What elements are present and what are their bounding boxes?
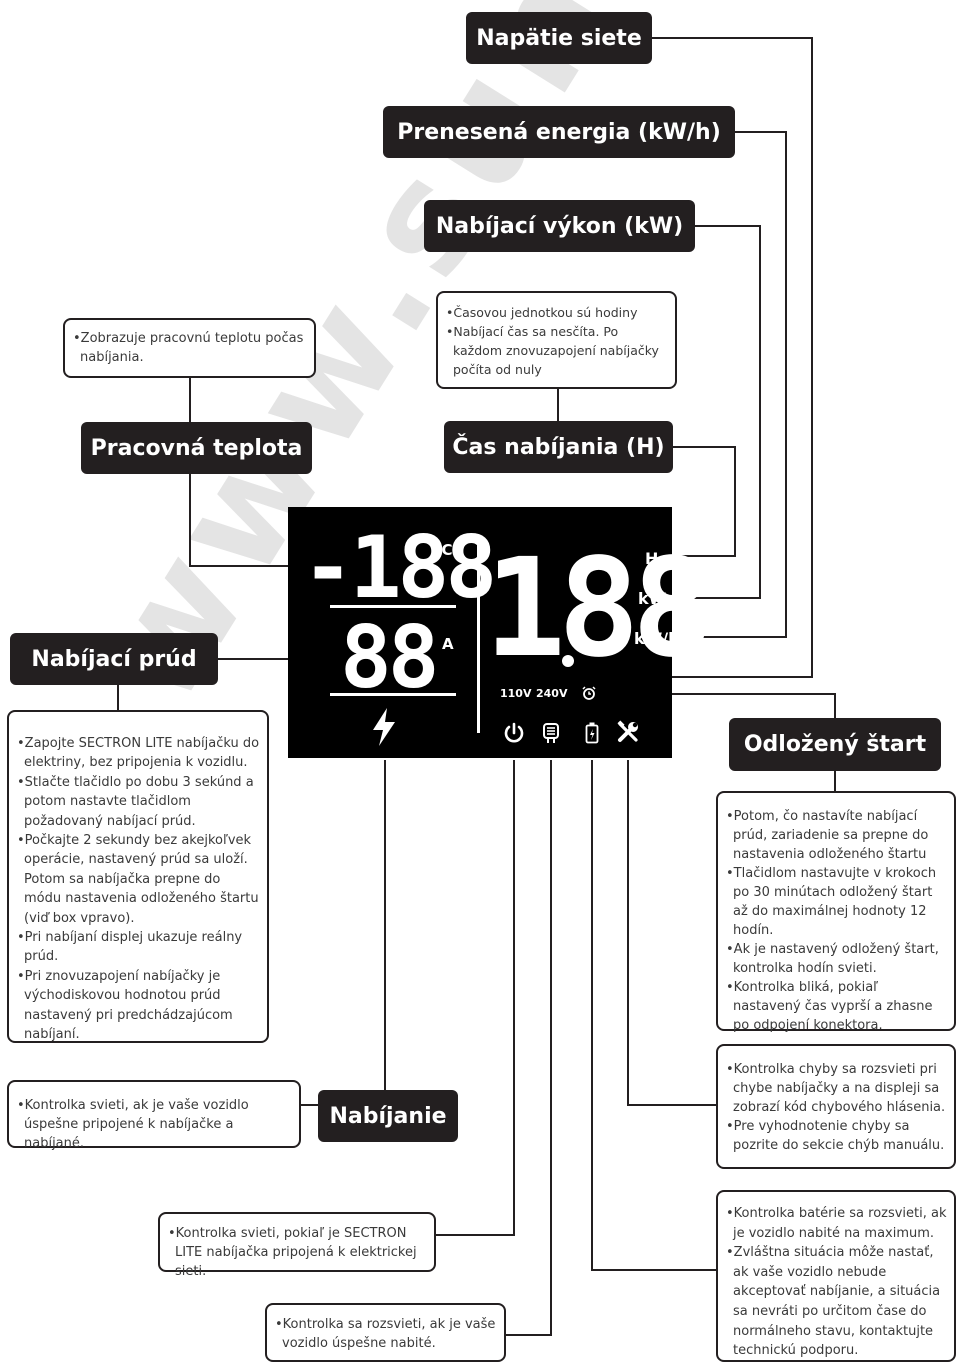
tools-icon xyxy=(614,719,642,745)
main-readout: 188 xyxy=(484,530,714,688)
note-item: Kontrolka svieti, ak je vaše vozidlo úsp… xyxy=(17,1096,293,1153)
note-item: Kontrolka chyby sa rozsvieti pri chybe n… xyxy=(726,1060,948,1117)
divider-line xyxy=(330,605,456,608)
note-item: Kontrolka bliká, pokiaľ nastavený čas vy… xyxy=(726,978,948,1035)
note-item: Kontrolka sa rozsvieti, ak je vaše vozid… xyxy=(275,1315,498,1353)
note-charge-time: Časovou jednotkou sú hodiny Nabíjací čas… xyxy=(436,291,677,389)
note-item: Tlačidlom nastavujte v krokoch po 30 min… xyxy=(726,864,948,940)
note-temperature: Zobrazuje pracovnú teplotu počas nabíjan… xyxy=(63,318,316,378)
note-item: Časovou jednotkou sú hodiny xyxy=(446,303,669,322)
temperature-readout: -188 xyxy=(302,518,497,618)
note-item: Nabíjací čas sa nesčíta. Po každom znovu… xyxy=(446,322,669,379)
voltage-240: 240V xyxy=(536,687,568,700)
label-grid-voltage: Napätie siete xyxy=(466,12,652,64)
temperature-unit: °C xyxy=(434,541,453,559)
voltage-110: 110V xyxy=(500,687,532,700)
note-item: Ak je nastavený odložený štart, kontrolk… xyxy=(726,940,948,978)
label-charge-time: Čas nabíjania (H) xyxy=(444,421,673,473)
label-power: Nabíjací výkon (kW) xyxy=(424,200,695,252)
note-item: Zapojte SECTRON LITE nabíjačku do elektr… xyxy=(17,734,261,773)
label-charging: Nabíjanie xyxy=(318,1090,458,1142)
note-item: Pre vyhodnotenie chyby sa pozrite do sek… xyxy=(726,1117,948,1155)
charger-icon xyxy=(540,721,562,745)
note-item: Pri nabíjaní displej ukazuje reálny prúd… xyxy=(17,928,261,967)
label-energy: Prenesená energia (kW/h) xyxy=(383,106,735,158)
label-charging-current: Nabíjací prúd xyxy=(10,633,218,685)
note-item: Stlačte tlačidlo po dobu 3 sekúnd a poto… xyxy=(17,773,261,831)
note-item: Pri znovuzapojení nabíjačky je východisk… xyxy=(17,967,261,1045)
lightning-icon xyxy=(368,705,400,749)
decimal-dot xyxy=(562,655,574,667)
note-item: Potom, čo nastavíte nabíjací prúd, zaria… xyxy=(726,807,948,864)
label-delayed-start: Odložený štart xyxy=(729,718,941,771)
battery-icon xyxy=(582,721,602,745)
power-icon xyxy=(502,721,526,745)
note-item: Zobrazuje pracovnú teplotu počas nabíjan… xyxy=(73,329,308,367)
vertical-divider xyxy=(477,541,480,733)
note-charging-current: Zapojte SECTRON LITE nabíjačku do elektr… xyxy=(7,710,269,1043)
note-item: Kontrolka batérie sa rozsvieti, ak je vo… xyxy=(726,1204,948,1243)
divider-line xyxy=(330,693,456,696)
note-battery: Kontrolka batérie sa rozsvieti, ak je vo… xyxy=(716,1190,956,1362)
current-readout: 88 xyxy=(340,608,440,708)
note-item: Kontrolka svieti, pokiaľ je SECTRON LITE… xyxy=(168,1224,428,1281)
note-item: Počkajte 2 sekundy bez akejkoľvek operác… xyxy=(17,831,261,928)
unit-kw: kW xyxy=(638,589,667,608)
note-item: Zvláštna situácia môže nastať, ak vaše v… xyxy=(726,1243,948,1361)
label-temperature: Pracovná teplota xyxy=(81,422,312,474)
note-power: Kontrolka svieti, pokiaľ je SECTRON LITE… xyxy=(158,1212,436,1279)
alarm-clock-icon xyxy=(581,685,597,701)
note-delayed-start: Potom, čo nastavíte nabíjací prúd, zaria… xyxy=(716,791,956,1033)
current-unit: A xyxy=(442,635,454,653)
unit-h: H xyxy=(645,549,659,568)
note-charging: Kontrolka svieti, ak je vaše vozidlo úsp… xyxy=(7,1080,301,1151)
unit-kwh: kW/h xyxy=(634,629,680,648)
note-charger: Kontrolka sa rozsvieti, ak je vaše vozid… xyxy=(265,1303,506,1362)
lcd-display: -188 °C 88 A 188 H kW kW/h 110V 240V xyxy=(288,507,714,758)
note-error: Kontrolka chyby sa rozsvieti pri chybe n… xyxy=(716,1044,956,1169)
